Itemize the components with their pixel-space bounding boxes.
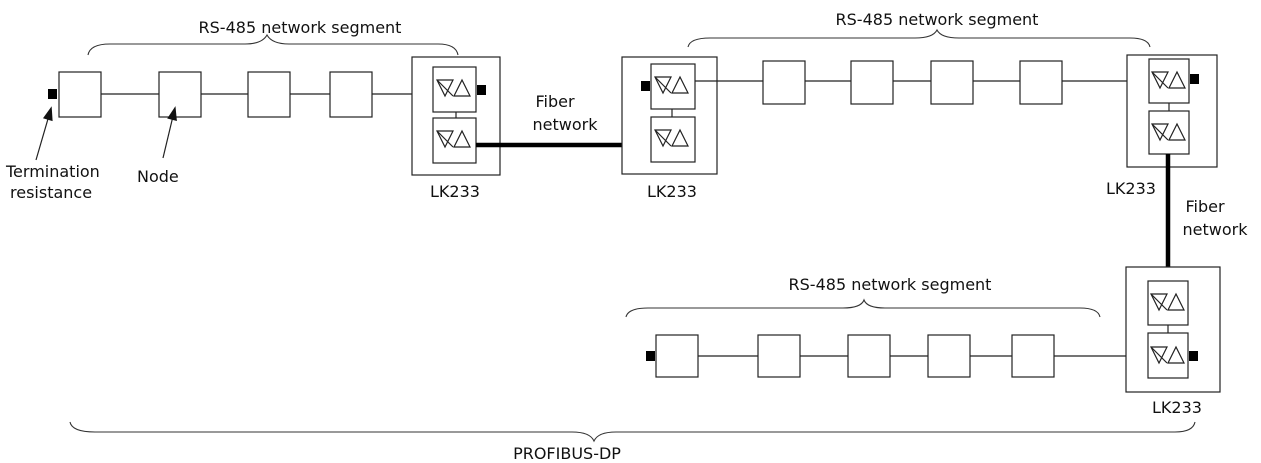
transceiver-icon: [1147, 332, 1189, 379]
termination-arrow: [35, 111, 51, 161]
node-1-2: [158, 71, 202, 118]
termination-label-line2: resistance: [10, 183, 92, 202]
node-3-4: [927, 334, 971, 378]
terminator-left-1: [48, 89, 57, 99]
node-2-2: [850, 60, 894, 105]
transceiver-icon: [432, 117, 477, 164]
lk233-device-1: [411, 56, 501, 176]
terminator-left-3: [646, 351, 655, 361]
lk233-device-2: [621, 56, 718, 175]
rs485-brace-2: [687, 28, 1151, 48]
device-label-4: LK233: [1152, 398, 1202, 417]
fiber-label-2-line1: Fiber: [1185, 197, 1224, 216]
transceiver-glyph-icon: [1151, 122, 1186, 142]
device-label-2: LK233: [647, 182, 697, 201]
termination-label-line1: Termination: [5, 162, 100, 181]
rs485-segment-label-1: RS-485 network segment: [199, 18, 402, 37]
node-label: Node: [137, 167, 179, 186]
node-arrowhead-icon: [167, 106, 177, 121]
rs485-segment-label-2: RS-485 network segment: [836, 10, 1039, 29]
transceiver-icon: [650, 116, 696, 163]
transceiver-glyph-icon: [1150, 292, 1185, 312]
device-label-3: LK233: [1106, 179, 1156, 198]
rs485-segment-label-3: RS-485 network segment: [789, 275, 992, 294]
lk233-device-4: [1125, 266, 1221, 393]
transceiver-glyph-icon: [1150, 345, 1185, 365]
node-2-1: [762, 60, 806, 105]
rs485-brace-3: [625, 298, 1101, 318]
node-3-1: [655, 334, 699, 378]
transceiver-icon: [1148, 58, 1190, 104]
lk233-device-3: [1126, 54, 1218, 168]
node-3-2: [757, 334, 801, 378]
termination-arrowhead-icon: [42, 106, 53, 122]
transceiver-glyph-icon: [436, 129, 471, 149]
transceiver-glyph-icon: [436, 78, 471, 98]
node-1-1: [58, 71, 102, 118]
terminator-icon: [1189, 351, 1198, 361]
transceiver-icon: [1148, 110, 1190, 155]
fiber-label-2-line2: network: [1183, 220, 1249, 239]
profibus-label: PROFIBUS-DP: [513, 444, 621, 463]
node-1-3: [247, 71, 291, 118]
transceiver-icon: [650, 63, 696, 110]
device-label-1: LK233: [430, 182, 480, 201]
transceiver-glyph-icon: [654, 128, 689, 148]
terminator-icon: [1190, 74, 1199, 84]
terminator-icon: [641, 81, 650, 91]
node-2-4: [1019, 60, 1063, 105]
rs485-brace-1: [87, 33, 459, 56]
transceiver-glyph-icon: [1151, 70, 1186, 90]
node-1-4: [329, 71, 373, 118]
profibus-brace: [69, 421, 1196, 443]
node-3-5: [1011, 334, 1055, 378]
transceiver-icon: [432, 66, 477, 113]
transceiver-glyph-icon: [654, 75, 689, 95]
fiber-label-1-line1: Fiber: [535, 92, 574, 111]
node-3-3: [847, 334, 891, 378]
fiber-label-1-line2: network: [533, 115, 599, 134]
node-2-3: [930, 60, 974, 105]
transceiver-icon: [1147, 280, 1189, 326]
terminator-icon: [477, 85, 486, 95]
